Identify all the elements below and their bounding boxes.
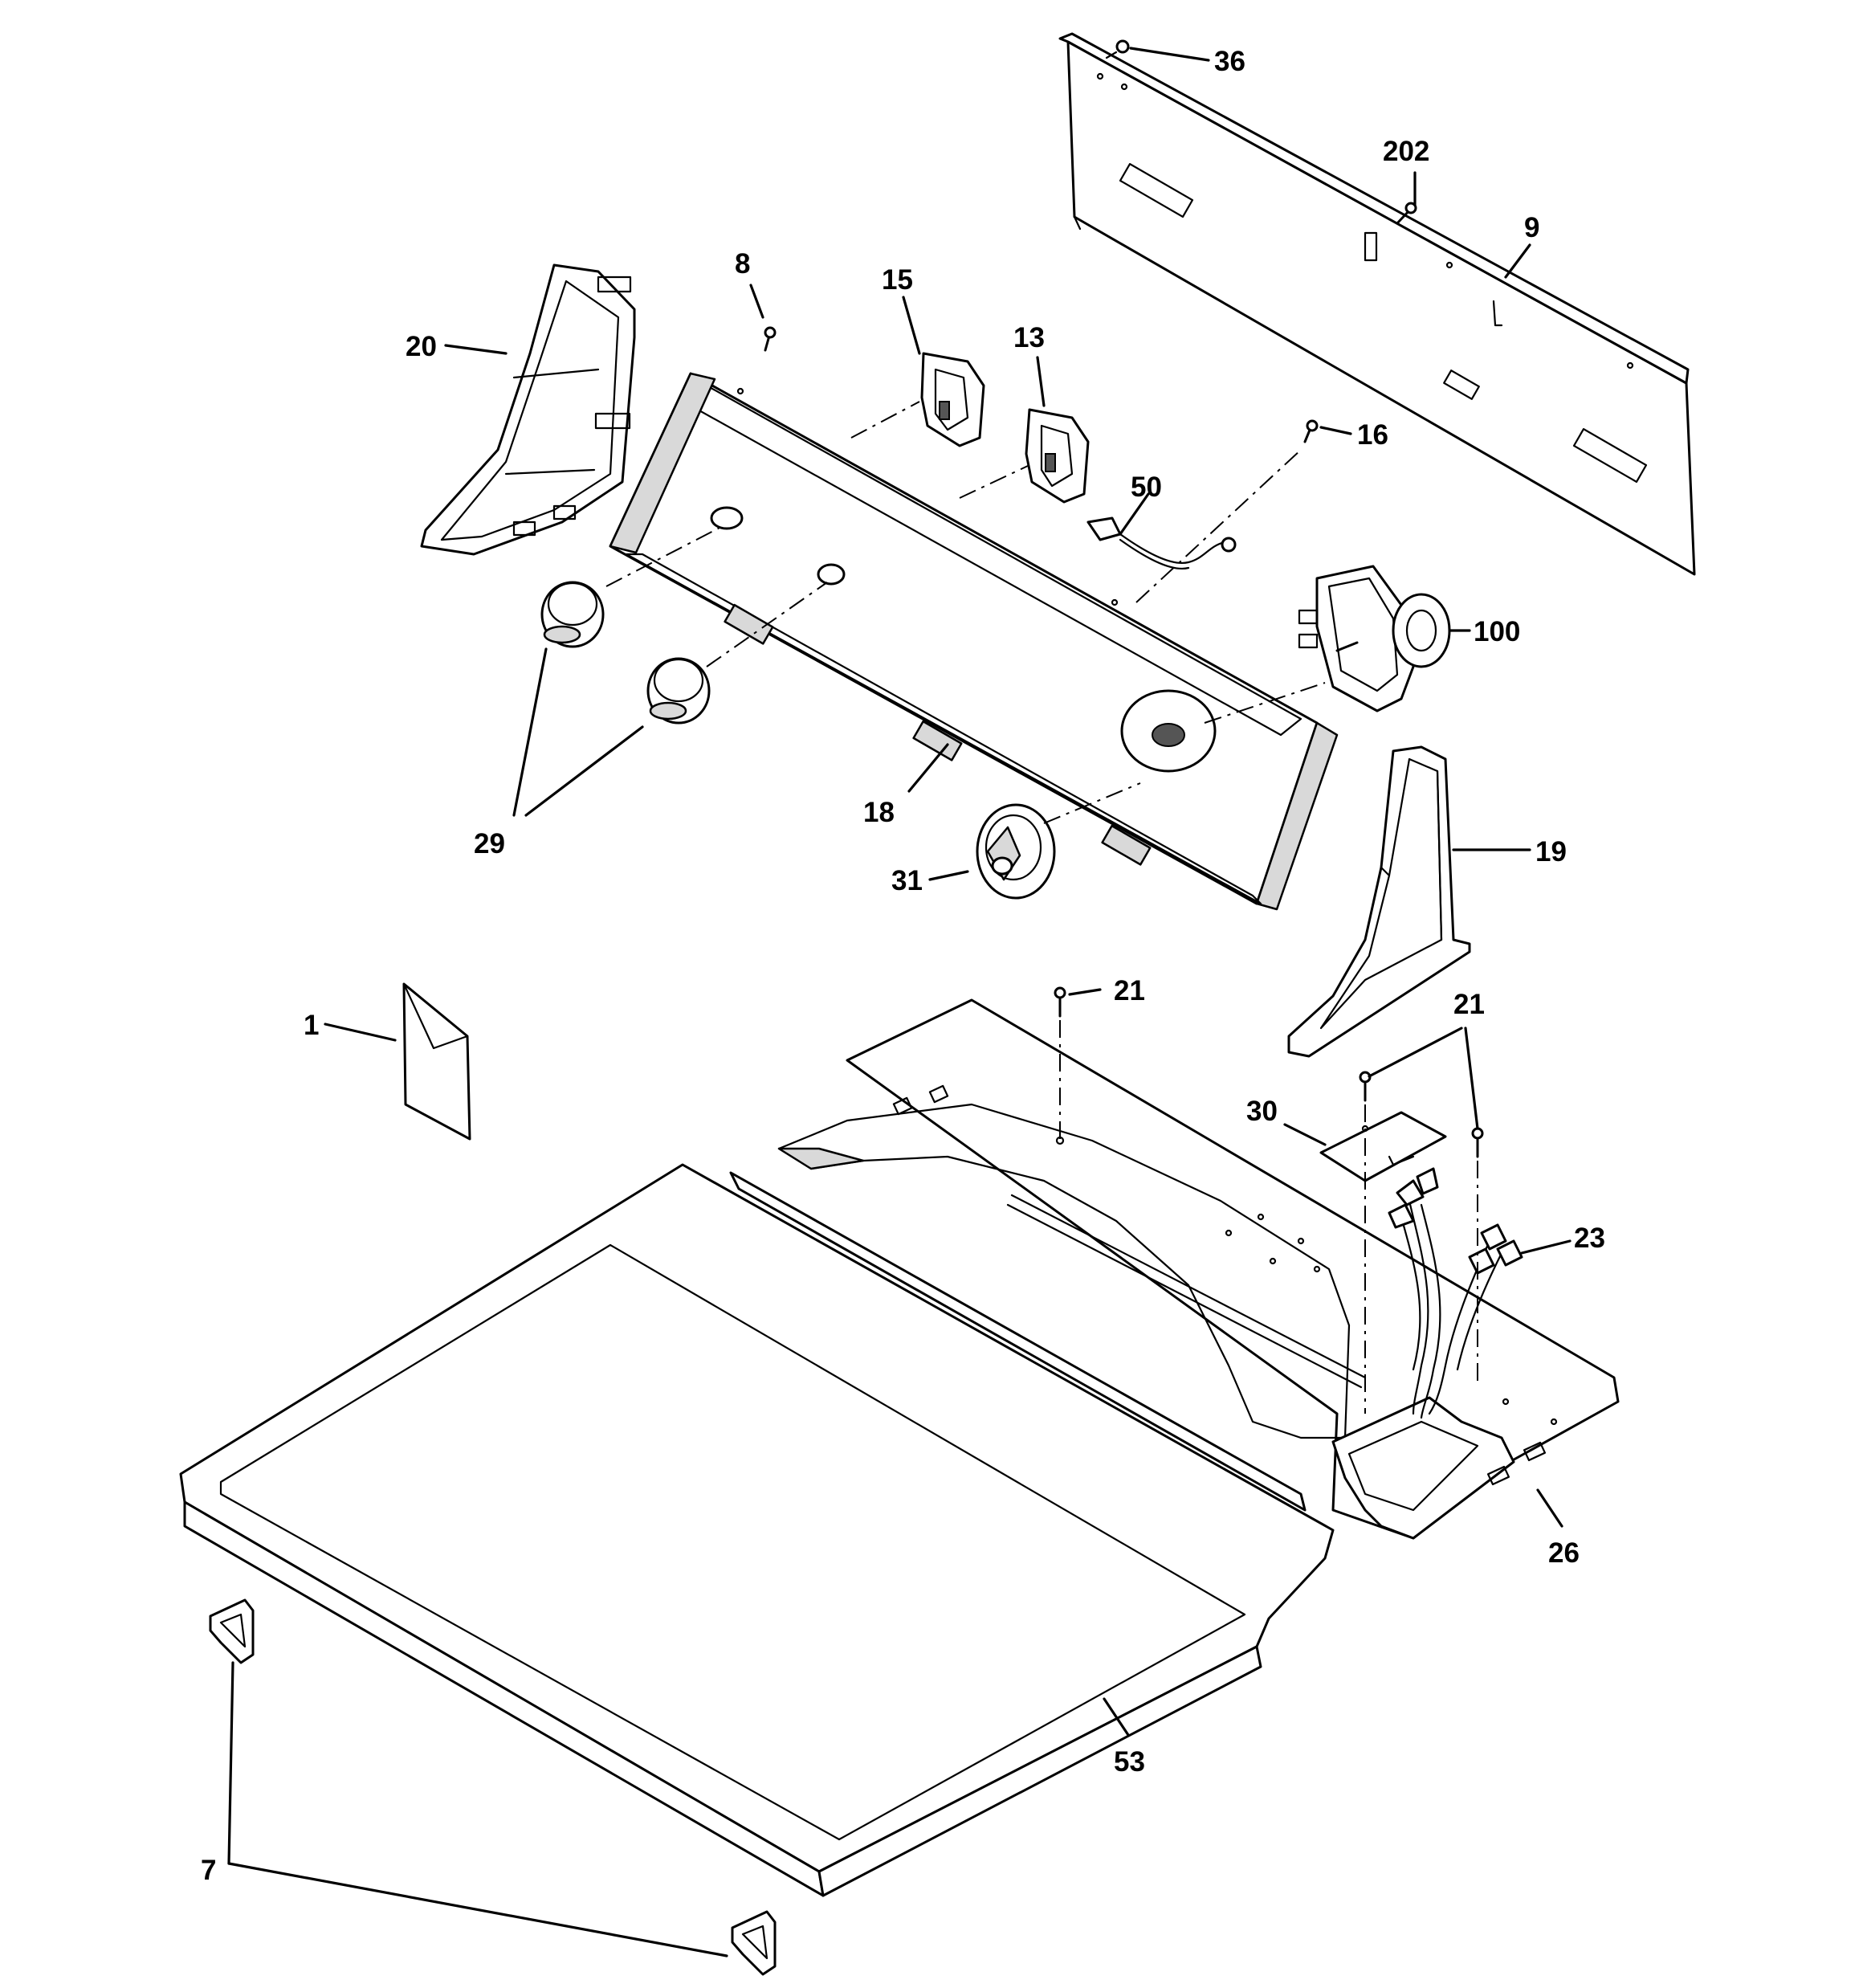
control-panel-part <box>609 372 1339 911</box>
wire-harness-23-part <box>1388 1167 1523 1419</box>
callout-labels: 36 202 9 8 15 13 16 20 50 100 18 29 31 1… <box>201 46 1605 1886</box>
clip-7-left-part <box>209 1598 255 1664</box>
switch-13-part <box>1025 408 1090 504</box>
callout-7: 7 <box>201 1855 216 1886</box>
timer-100-part <box>1298 565 1451 712</box>
knob-29-upper-part <box>540 581 605 648</box>
knob-29-lower-part <box>646 657 711 725</box>
screw-21-right-part <box>1471 1127 1484 1158</box>
screw-202-part <box>1396 202 1417 225</box>
callout-53: 53 <box>1114 1746 1145 1778</box>
screw-16-part <box>1303 419 1319 443</box>
callout-30: 30 <box>1246 1096 1278 1127</box>
callout-100: 100 <box>1474 616 1520 647</box>
callout-21-upper: 21 <box>1114 975 1145 1006</box>
leader-lines <box>227 47 1572 1957</box>
screw-8-part <box>764 326 777 352</box>
screw-21-left-part <box>1054 986 1066 1018</box>
callout-18: 18 <box>863 797 895 828</box>
knob-31-part <box>976 803 1056 900</box>
callout-16: 16 <box>1357 419 1388 451</box>
right-endcap-part <box>1287 745 1471 1058</box>
callout-36: 36 <box>1214 46 1245 77</box>
wire-harness-50-part <box>1086 516 1237 570</box>
callout-202: 202 <box>1383 136 1429 167</box>
callout-19: 19 <box>1535 836 1567 867</box>
callout-31: 31 <box>891 865 923 896</box>
assembly-dash-lines <box>605 401 1478 1414</box>
screw-36-part <box>1105 39 1130 59</box>
clip-7-right-part <box>731 1910 777 1976</box>
left-endcap-part <box>420 263 636 556</box>
cover-plate-30-part <box>1319 1111 1447 1182</box>
callout-1: 1 <box>304 1010 319 1041</box>
callout-8: 8 <box>735 248 750 280</box>
callout-15: 15 <box>882 264 913 296</box>
callout-9: 9 <box>1524 212 1539 243</box>
callout-21-right: 21 <box>1453 989 1485 1020</box>
top-cover-53-part <box>179 1163 1335 1897</box>
switch-15-part <box>920 352 985 447</box>
callout-26: 26 <box>1548 1537 1580 1569</box>
literature-envelope-part <box>402 982 471 1141</box>
callout-20: 20 <box>406 331 437 362</box>
callout-29: 29 <box>474 828 505 859</box>
callout-13: 13 <box>1013 322 1045 353</box>
callout-23: 23 <box>1574 1223 1605 1254</box>
callout-50: 50 <box>1131 471 1162 503</box>
rear-panel-part <box>1058 32 1696 576</box>
